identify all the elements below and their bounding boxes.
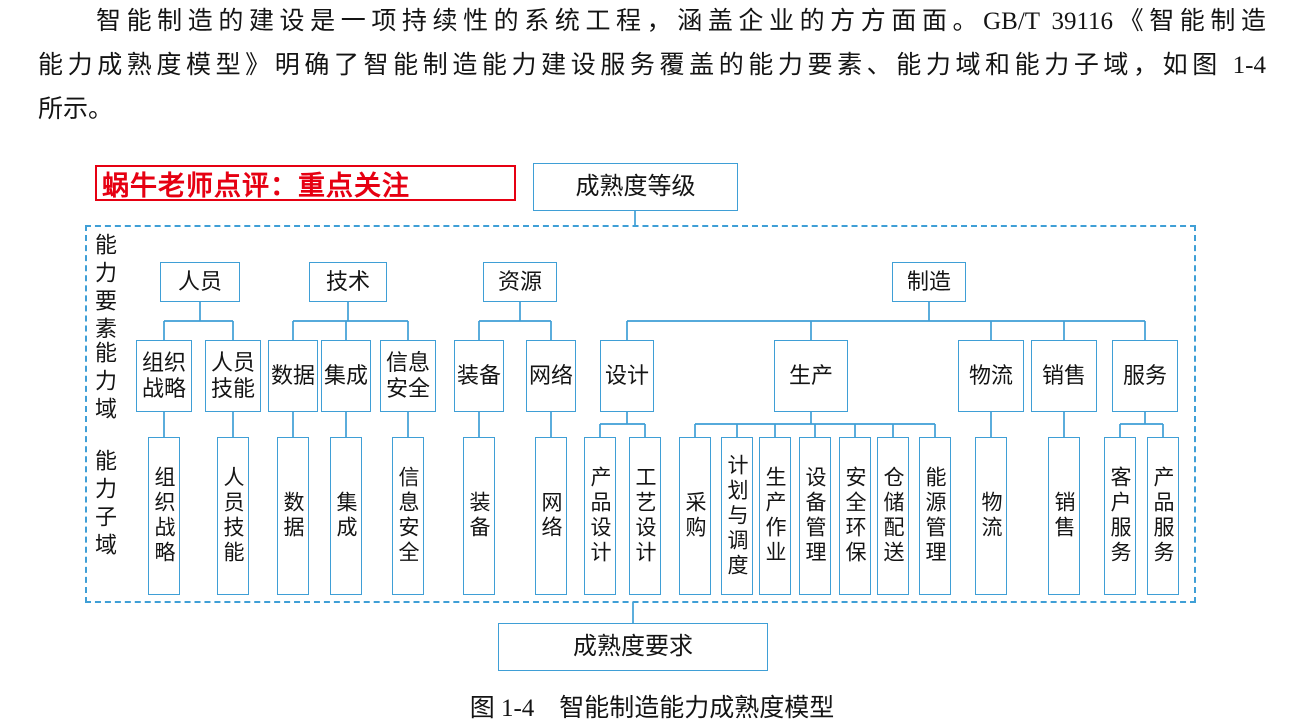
domain-box-sales: 销售 — [1031, 340, 1097, 412]
domain-box-network: 网络 — [526, 340, 576, 412]
subdomain-box-planning-scheduling: 计划与调度 — [721, 437, 753, 595]
domain-box-data: 数据 — [268, 340, 318, 412]
subdomain-box-logistics: 物流 — [975, 437, 1007, 595]
subdomain-box-energy-management: 能源管理 — [919, 437, 951, 595]
subdomain-box-customer-service: 客户服务 — [1104, 437, 1136, 595]
subdomain-box-equipment: 装备 — [463, 437, 495, 595]
subdomain-box-personnel-skills: 人员技能 — [217, 437, 249, 595]
domain-box-logistics: 物流 — [958, 340, 1024, 412]
subdomain-box-data: 数据 — [277, 437, 309, 595]
paragraph-line-2: 能力成熟度模型》明确了智能制造能力建设服务覆盖的能力要素、能力域和能力子域，如图… — [38, 52, 1266, 79]
element-box-manufacturing: 制造 — [892, 262, 966, 302]
dashed-frame — [85, 225, 1196, 603]
element-box-personnel: 人员 — [160, 262, 240, 302]
subdomain-box-org-strategy: 组织战略 — [148, 437, 180, 595]
paragraph-line-3: 所示。 — [38, 96, 114, 123]
subdomain-box-info-security: 信息安全 — [392, 437, 424, 595]
domain-box-production: 生产 — [774, 340, 848, 412]
subdomain-box-procurement: 采购 — [679, 437, 711, 595]
subdomain-box-product-design: 产品设计 — [584, 437, 616, 595]
subdomain-box-sales: 销售 — [1048, 437, 1080, 595]
subdomain-box-network: 网络 — [535, 437, 567, 595]
maturity-level-box: 成熟度等级 — [533, 163, 738, 211]
domain-box-service: 服务 — [1112, 340, 1178, 412]
domain-box-equipment: 装备 — [454, 340, 504, 412]
paragraph-line-1: 智能制造的建设是一项持续性的系统工程，涵盖企业的方方面面。GB/T 39116《… — [96, 8, 1266, 35]
domain-box-org-strategy: 组织战略 — [136, 340, 192, 412]
row-label-capability-elements: 能力要素 — [92, 233, 117, 345]
subdomain-box-process-design: 工艺设计 — [629, 437, 661, 595]
element-box-resources: 资源 — [483, 262, 557, 302]
subdomain-box-warehousing-distribution: 仓储配送 — [877, 437, 909, 595]
figure-caption: 图 1-4 智能制造能力成熟度模型 — [469, 695, 835, 722]
annotation-box: 蜗牛老师点评：重点关注 — [95, 165, 516, 201]
subdomain-box-integration: 集成 — [330, 437, 362, 595]
subdomain-box-product-service: 产品服务 — [1147, 437, 1179, 595]
domain-box-integration: 集成 — [321, 340, 371, 412]
annotation-text: 蜗牛老师点评：重点关注 — [102, 170, 410, 201]
domain-box-info-security: 信息安全 — [380, 340, 436, 412]
domain-box-design: 设计 — [600, 340, 654, 412]
subdomain-box-production-operations: 生产作业 — [759, 437, 791, 595]
subdomain-box-safety-environment: 安全环保 — [839, 437, 871, 595]
row-label-capability-subdomains: 能力子域 — [92, 449, 117, 561]
element-box-technology: 技术 — [309, 262, 387, 302]
domain-box-personnel-skills: 人员技能 — [205, 340, 261, 412]
maturity-requirement-box: 成熟度要求 — [498, 623, 768, 671]
row-label-capability-domains: 能力域 — [92, 341, 117, 425]
subdomain-box-equipment-management: 设备管理 — [799, 437, 831, 595]
